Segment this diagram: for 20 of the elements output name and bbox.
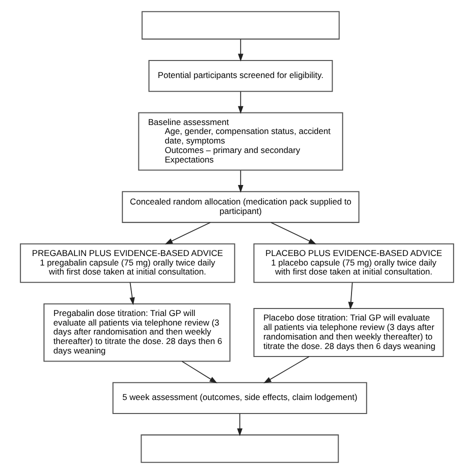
arrow <box>348 282 354 310</box>
node-box: Concealed random allocation (medication pack supplied to participant) <box>122 191 360 223</box>
node-box: PLACEBO PLUS EVIDENCE-BASED ADVICE 1 placebo capsule (75 mg) orally twice daily with first dose taken at initial consultation. <box>253 243 454 283</box>
arrow <box>270 222 316 244</box>
node-box: Baseline assessment Age, gender, compensation status, accident date, symptoms Outcomes – primary and secondary Expectations <box>138 112 344 171</box>
node-box: PREGABALIN PLUS EVIDENCE-BASED ADVICE 1 pregabalin capsule (75 mg) orally twice daily with first dose taken at initial consultation. <box>20 243 236 283</box>
arrow <box>237 413 242 436</box>
arrow <box>238 170 244 193</box>
arrow <box>238 38 244 62</box>
arrow <box>238 91 244 114</box>
node-box: Pregabalin dose titration: Trial GP will evaluate all patients via telephone review (3 days after randomisation and then weekly thereafter) to titrate the dose. 28 days then 6 days weaning <box>43 303 230 362</box>
node-box: Placebo dose titration: Trial GP will evaluate all patients via telephone review (3 days after randomisation and then weekly thereafter) to titrate the dose. 28 days then 6 days weaning <box>253 308 444 358</box>
arrow <box>164 222 211 244</box>
node-box <box>140 434 339 463</box>
arrow <box>264 356 310 384</box>
node-box <box>142 11 340 40</box>
node-box: Potential participants screened for eligibility. <box>148 60 333 92</box>
arrow <box>130 282 135 306</box>
arrow <box>182 360 218 384</box>
node-box: 5 week assessment (outcomes, side effects, claim lodgement) <box>112 382 368 414</box>
